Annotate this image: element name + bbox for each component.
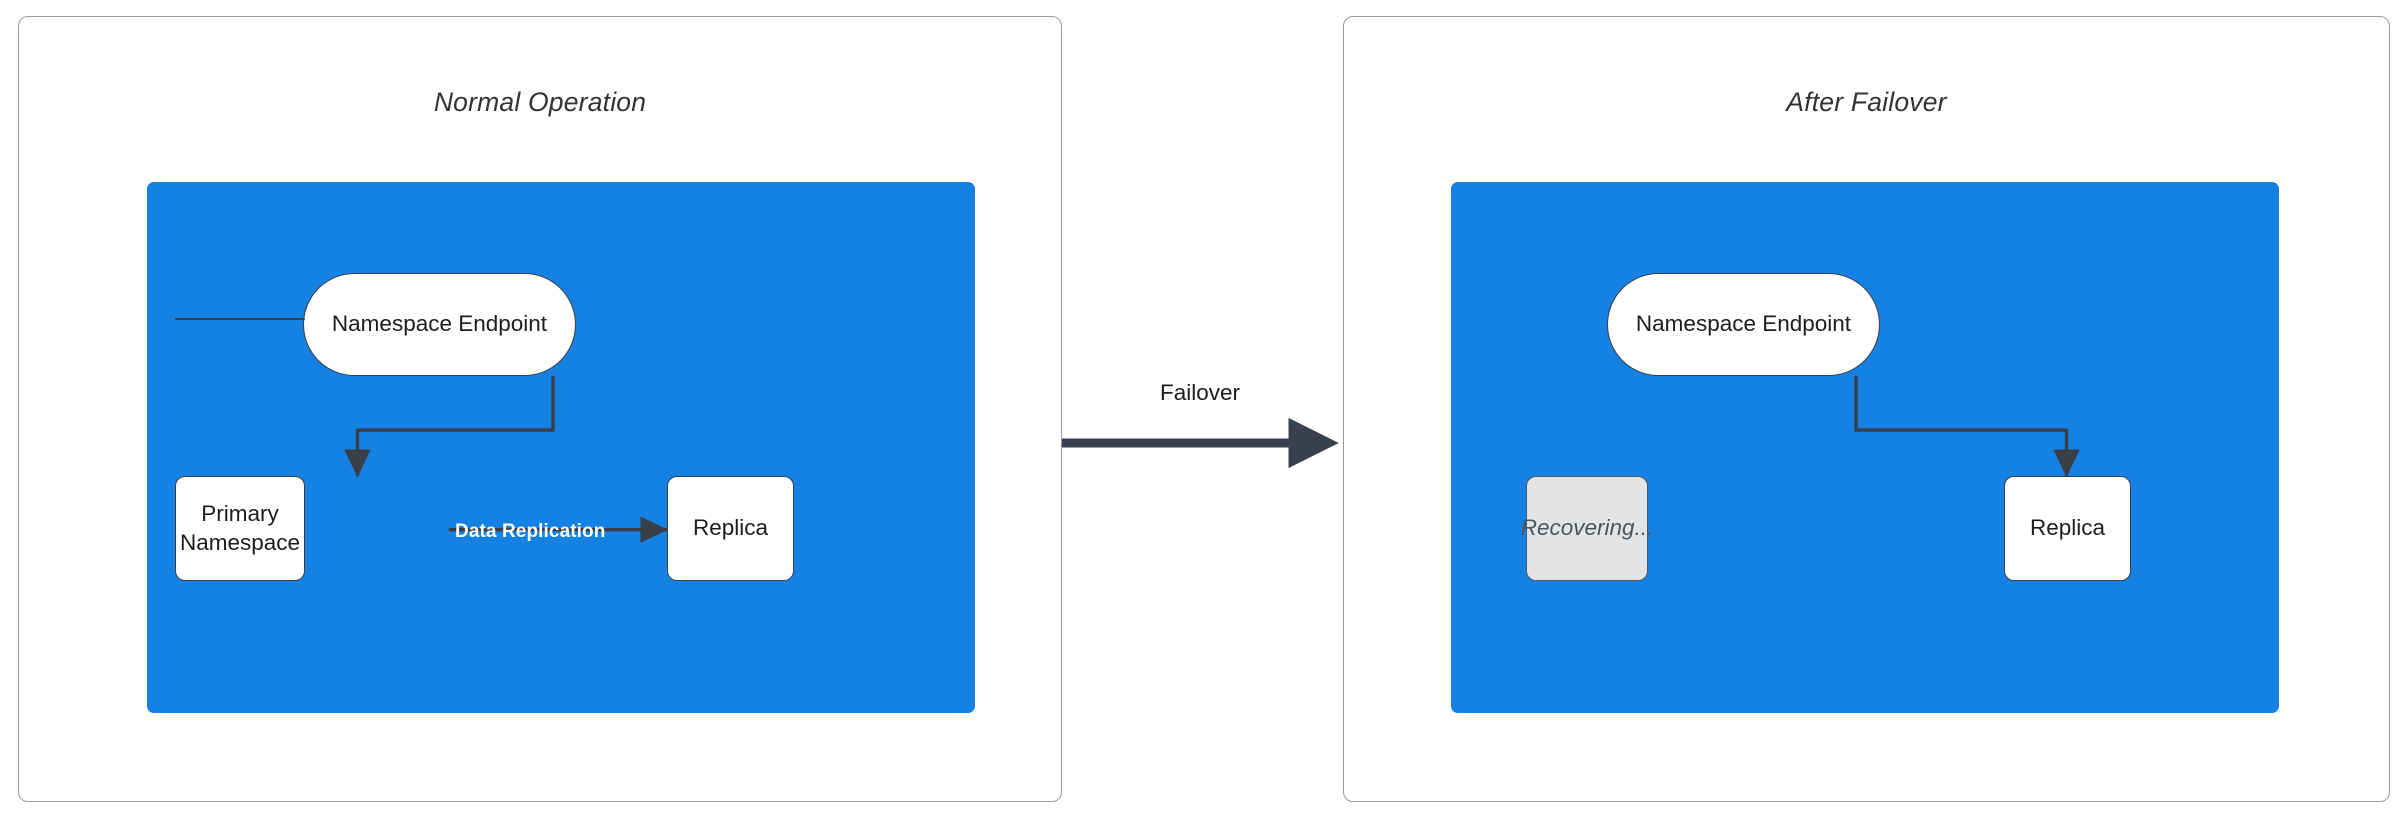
connector-layer-left (344, 375, 669, 543)
connector-layer-right (1854, 375, 2080, 478)
node-label: Replica (692, 515, 769, 541)
cluster-normal-operation: Namespace Endpoint Primary Namespace Rep… (147, 182, 975, 713)
transition-label-failover: Failover (1159, 380, 1241, 405)
edge-endpoint-to-primary (344, 375, 555, 478)
edge-label-data-replication: Data Replication (455, 521, 606, 542)
node-label-line2: Namespace (179, 529, 301, 555)
node-primary-namespace[interactable]: Primary Namespace (175, 476, 305, 581)
failover-arrow-icon (1062, 417, 1339, 469)
transition-failover: Failover (1050, 380, 1350, 490)
node-spacer-hidden (175, 318, 305, 320)
node-namespace-endpoint-failover[interactable]: Namespace Endpoint (1607, 273, 1880, 376)
panel-after-failover: After Failover Namespace Endpoint Recove… (1343, 16, 2390, 802)
panel-normal-operation: Normal Operation Namespac (18, 16, 1062, 802)
edge-endpoint-to-replica (1854, 375, 2080, 478)
node-namespace-endpoint-normal[interactable]: Namespace Endpoint (303, 273, 576, 376)
node-recovering[interactable]: Recovering... (1521, 476, 1653, 581)
panel-title-after-failover: After Failover (1786, 87, 1947, 117)
node-label: Replica (2029, 515, 2106, 541)
node-replica-normal[interactable]: Replica (667, 476, 794, 581)
node-label-line1: Primary (201, 500, 279, 526)
cluster-after-failover: Namespace Endpoint Recovering... Replica (1451, 182, 2279, 713)
node-replica-failover[interactable]: Replica (2004, 476, 2131, 581)
node-label: Namespace Endpoint (331, 311, 548, 337)
node-label: Recovering... (1520, 515, 1654, 541)
node-label: Namespace Endpoint (1635, 311, 1852, 337)
panel-title-normal-operation: Normal Operation (433, 87, 647, 117)
